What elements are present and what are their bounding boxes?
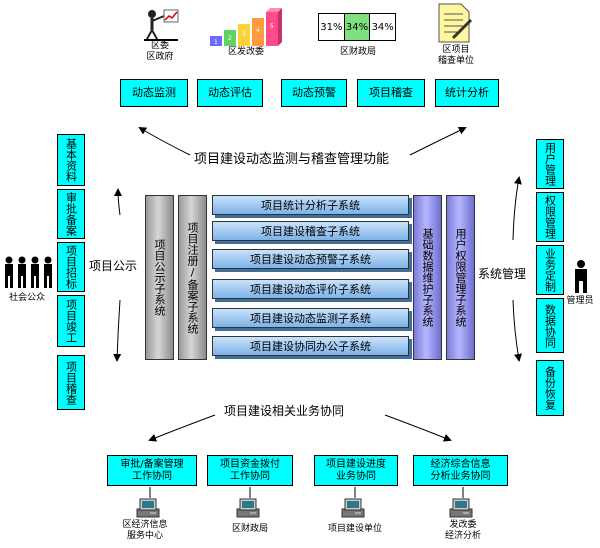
bottom-function-box-2: 项目资金拨付 工作协同 <box>207 455 293 486</box>
step-number-2: 2 <box>228 35 232 42</box>
computer-icon <box>136 498 160 518</box>
right-item-box-3: 业务定制 <box>536 245 564 295</box>
people-group-icon <box>5 256 52 288</box>
left-side-label: 项目公示 <box>89 259 138 273</box>
subsystem-bar-5: 项目建设动态监测子系统 <box>212 308 409 328</box>
left-item-box-4: 项目竣工 <box>57 295 85 347</box>
right-item-box-1: 用户管理 <box>536 139 564 189</box>
subsystem-bar-3: 项目建设动态预警子系统 <box>212 249 409 269</box>
top-function-box-2: 动态评估 <box>197 79 263 107</box>
admin-person-icon <box>575 260 587 293</box>
percent-cell-3: 34% <box>371 21 394 33</box>
subsystem-bar-4: 项目建设动态评价子系统 <box>212 279 409 299</box>
left-item-box-5: 项目稽查 <box>57 355 85 410</box>
percent-cell-1: 31% <box>319 14 345 40</box>
step-number-3: 3 <box>242 31 246 38</box>
top-function-box-3: 动态预警 <box>281 79 347 107</box>
pillar-registration-subsystem: 项目注册/备案子系统 <box>178 195 207 360</box>
computer-icon <box>236 498 260 518</box>
top-function-box-1: 动态监测 <box>120 79 188 107</box>
top-source-label-3: 区财政局 <box>339 47 376 57</box>
percent-table-icon: 31% 34% 34% <box>318 13 396 41</box>
subsystem-bar-2: 项目建设稽查子系统 <box>212 221 409 241</box>
pillar-base-data-subsystem: 基础数据维护子系统 <box>413 195 442 360</box>
right-item-box-2: 权限管理 <box>536 192 564 242</box>
step-number-4: 4 <box>256 27 260 34</box>
bottom-source-label-2: 区财政局 <box>231 524 268 534</box>
top-function-box-4: 项目稽查 <box>357 79 425 107</box>
computer-icon <box>449 498 473 518</box>
bottom-source-label-4: 发改委 经济分析 <box>444 520 481 541</box>
top-caption: 项目建设动态监测与稽查管理功能 <box>194 152 390 167</box>
government-icon <box>144 9 179 41</box>
left-item-box-3: 项目招标 <box>57 242 85 292</box>
computer-icon <box>341 498 365 518</box>
right-item-box-5: 备份恢复 <box>536 360 564 416</box>
left-item-box-1: 基本资料 <box>57 134 85 186</box>
bottom-function-box-3: 项目建设进度 业务协同 <box>314 455 398 486</box>
subsystem-bar-6: 项目建设协同办公子系统 <box>212 336 409 356</box>
right-item-box-4: 数据协同 <box>536 298 564 353</box>
document-pen-icon <box>438 3 473 43</box>
left-item-box-2: 审批备案 <box>57 189 85 239</box>
bottom-function-box-1: 审批/备案管理 工作协同 <box>107 455 197 486</box>
bottom-source-label-3: 项目建设单位 <box>327 524 382 534</box>
bottom-caption: 项目建设相关业务协同 <box>224 404 345 418</box>
bar-steps-icon: 1 2 3 4 5 <box>210 8 282 46</box>
step-number-5: 5 <box>270 23 274 30</box>
admin-label: 管理员 <box>566 296 594 306</box>
top-function-box-5: 统计分析 <box>435 79 499 107</box>
right-side-label: 系统管理 <box>478 267 527 281</box>
step-number-1: 1 <box>214 39 218 46</box>
percent-cell-2: 34% <box>344 14 371 40</box>
pillar-user-permission-subsystem: 用户权限管理子系统 <box>446 195 475 360</box>
top-source-label-2: 区发改委 <box>227 47 264 57</box>
top-source-label-4: 区项目 稽查单位 <box>437 45 474 66</box>
public-label: 社会公众 <box>8 293 45 303</box>
subsystem-bar-1: 项目统计分析子系统 <box>212 195 409 215</box>
bottom-source-label-1: 区经济信息 服务中心 <box>122 520 168 541</box>
top-source-label-1: 区委 区政府 <box>146 41 174 62</box>
pillar-public-subsystem: 项目公示子系统 <box>145 195 174 360</box>
bottom-function-box-4: 经济综合信息 分析业务协同 <box>413 455 508 486</box>
